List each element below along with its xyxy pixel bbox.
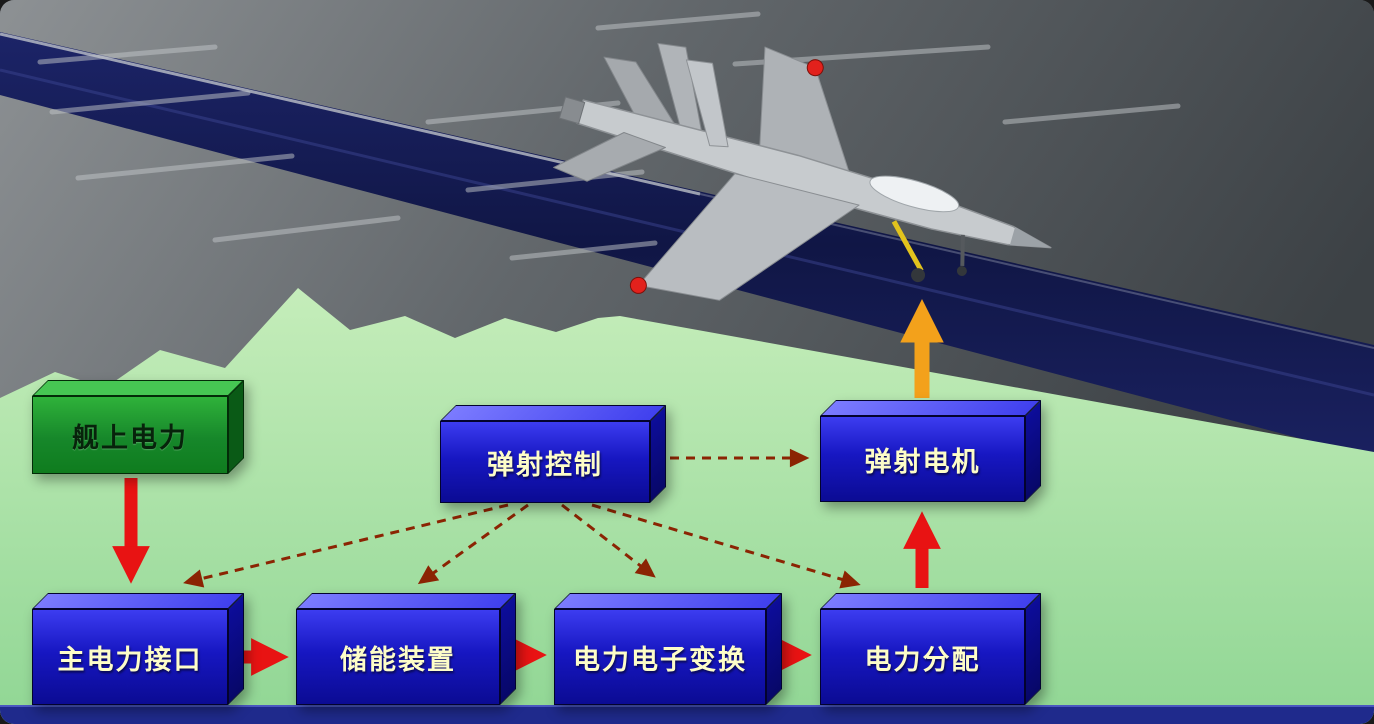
box-side-face	[228, 380, 244, 474]
jet-main-wheel	[911, 268, 926, 283]
box-top-face	[32, 593, 244, 609]
node-label: 弹射电机	[864, 446, 981, 478]
jet-near-tailplane	[553, 131, 666, 182]
node-label: 舰上电力	[72, 422, 188, 454]
jet-nose-wheel	[956, 266, 967, 277]
box-top-face	[820, 593, 1041, 609]
jet-canopy	[869, 175, 960, 213]
box-side-face	[1025, 593, 1041, 705]
box-front-face: 主电力接口	[32, 609, 228, 705]
box-front-face: 弹射电机	[820, 416, 1025, 502]
node-label: 主电力接口	[57, 644, 203, 676]
node-label: 储能装置	[340, 644, 456, 676]
motion-streaks	[37, 11, 1181, 261]
node-label: 弹射控制	[487, 449, 603, 481]
box-side-face	[766, 593, 782, 705]
jet-engine-nozzle	[558, 96, 586, 125]
node-catapult-control: 弹射控制	[440, 405, 666, 503]
box-top-face	[554, 593, 782, 609]
node-power-electronics: 电力电子变换	[554, 593, 782, 705]
jet-nose-gear	[960, 234, 965, 266]
box-top-face	[440, 405, 666, 421]
jet-launch-bar	[891, 220, 924, 273]
node-label: 电力电子变换	[573, 644, 747, 676]
box-front-face: 电力电子变换	[554, 609, 766, 705]
box-top-face	[820, 400, 1041, 416]
node-ship-power: 舰上电力	[32, 380, 244, 474]
box-top-face	[296, 593, 516, 609]
wingtip-marker-top	[806, 59, 824, 77]
arrow-control-to-main-interface	[183, 503, 509, 588]
node-energy-storage: 储能装置	[296, 593, 516, 705]
arrow-control-to-storage	[417, 503, 529, 585]
box-front-face: 弹射控制	[440, 421, 650, 503]
jet-near-fin	[685, 59, 729, 148]
box-front-face: 储能装置	[296, 609, 500, 705]
node-catapult-motor: 弹射电机	[820, 400, 1041, 502]
control-signal-arrows	[183, 448, 861, 589]
box-side-face	[650, 405, 666, 503]
box-side-face	[1025, 400, 1041, 502]
arrow-control-to-distribution	[591, 503, 861, 589]
box-top-face	[32, 380, 244, 396]
fighter-jet	[553, 42, 1052, 301]
box-side-face	[500, 593, 516, 705]
arrow-control-to-electronics	[561, 503, 656, 578]
box-front-face: 电力分配	[820, 609, 1025, 705]
bottom-strip	[0, 706, 1374, 724]
node-main-power-interface: 主电力接口	[32, 593, 244, 705]
jet-nose-cone	[1009, 226, 1051, 248]
node-power-distribution: 电力分配	[820, 593, 1041, 705]
node-label: 电力分配	[864, 644, 981, 676]
wingtip-marker-bottom	[629, 276, 647, 294]
box-side-face	[228, 593, 244, 705]
box-front-face: 舰上电力	[32, 396, 228, 474]
